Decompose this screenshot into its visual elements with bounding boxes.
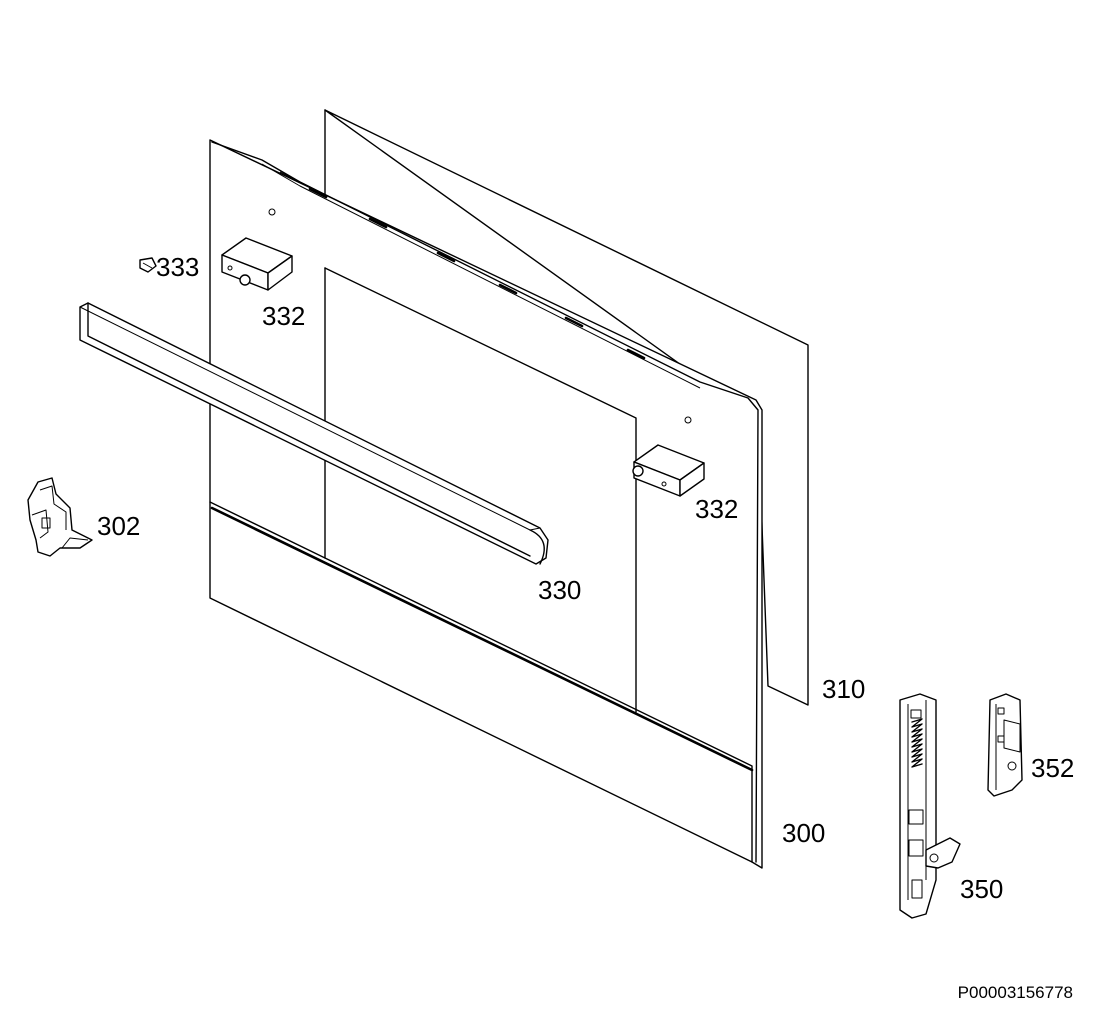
- label-332-upper: 332: [262, 301, 305, 331]
- part-332-block-lower: [632, 444, 705, 497]
- part-350-hinge: [899, 693, 961, 919]
- label-332-lower: 332: [695, 494, 738, 524]
- label-352: 352: [1031, 753, 1074, 783]
- label-350: 350: [960, 874, 1003, 904]
- screw-hole: [684, 416, 692, 424]
- part-333-screw: [139, 257, 157, 273]
- part-330-handle: [79, 302, 549, 565]
- label-333: 333: [156, 252, 199, 282]
- label-310: 310: [822, 674, 865, 704]
- part-302-clip: [27, 477, 93, 557]
- part-352-bracket: [987, 693, 1023, 797]
- part-labels: 333 332 332 302 330 310 352 300 350: [97, 252, 1074, 904]
- part-332-block-upper: [221, 237, 293, 291]
- label-330: 330: [538, 575, 581, 605]
- screw-hole: [268, 208, 276, 216]
- label-302: 302: [97, 511, 140, 541]
- label-300: 300: [782, 818, 825, 848]
- vent-slots: [308, 187, 646, 360]
- drawing-code: P00003156778: [958, 983, 1073, 1002]
